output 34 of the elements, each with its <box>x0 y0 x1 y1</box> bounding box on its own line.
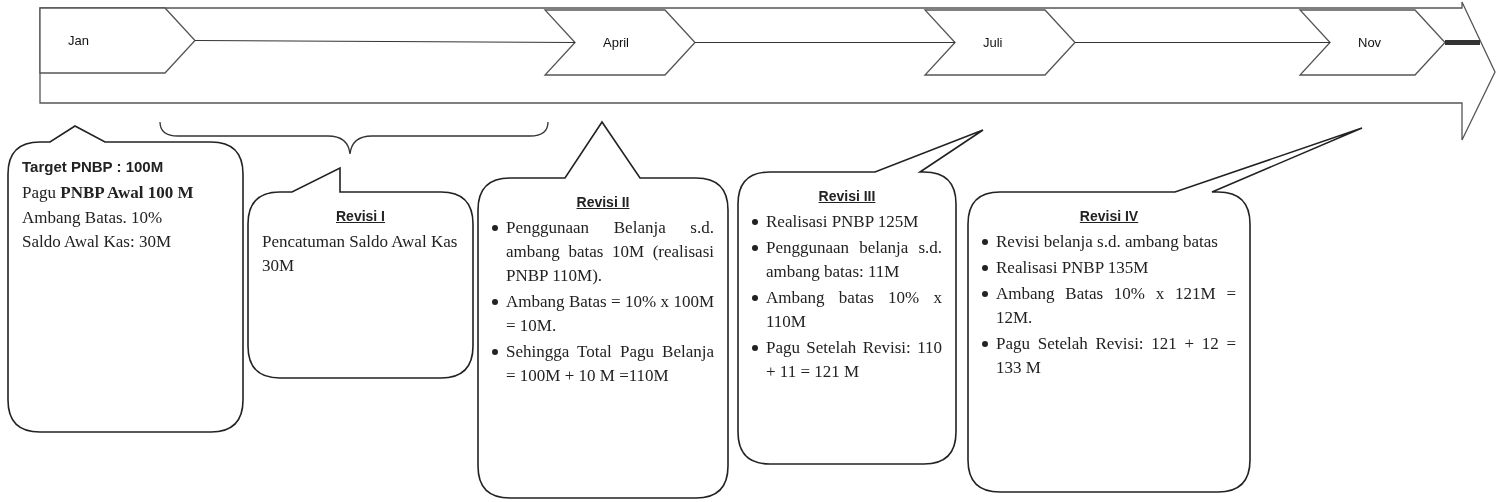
timeline-arrow <box>40 0 1497 142</box>
callout-text: Ambang Batas. 10% <box>22 207 164 229</box>
callout-text: Saldo Awal Kas: 30M <box>22 231 173 253</box>
month-label: Juli <box>983 34 1003 50</box>
month-label: Nov <box>1358 34 1382 50</box>
chevron-shape <box>545 10 695 75</box>
bullet-text: Pagu Setelah Revisi: 121 + 12 = 133 M <box>996 333 1236 379</box>
chevron-shape <box>925 10 1075 75</box>
chevron-shape <box>1300 10 1445 75</box>
bullet-text: Realisasi PNBP 135M <box>996 257 1149 279</box>
callout-text: Pencatuman Saldo Awal Kas 30M <box>262 231 459 277</box>
speech-bubble <box>478 122 728 498</box>
callout-heading: Revisi III <box>817 187 877 206</box>
bullet-text: Sehingga Total Pagu Belanja = 100M + 10 M =110M <box>506 341 714 387</box>
bullet-text: Realisasi PNBP 125M <box>766 211 919 233</box>
speech-bubble <box>8 126 243 432</box>
bullet-text: Ambang Batas = 10% x 100M = 10M. <box>506 291 714 337</box>
month-label: April <box>603 34 629 50</box>
callout-text: Pagu PNBP Awal 100 M <box>22 182 195 204</box>
month-label: Jan <box>68 32 89 48</box>
connector-line <box>1445 40 1480 45</box>
callout-text: Target PNBP : 100M <box>22 157 165 177</box>
bullet-text: Ambang batas 10% x 110M <box>766 287 942 333</box>
bullet-text: Penggunaan Belanja s.d. ambang batas 10M (realisasi PNBP 110M). <box>506 217 714 287</box>
speech-bubble <box>968 128 1362 492</box>
bullet-text: Pagu Setelah Revisi: 110 + 11 = 121 M <box>766 337 942 383</box>
bullet-text: Penggunaan belanja s.d. ambang batas: 11M <box>766 237 942 283</box>
bullet-text: Ambang Batas 10% x 121M = 12M. <box>996 283 1236 329</box>
speech-bubble <box>248 168 473 378</box>
bullet-text: Revisi belanja s.d. ambang batas <box>996 231 1218 253</box>
callout-heading: Revisi I <box>335 207 386 226</box>
callout-heading: Revisi II <box>575 193 631 212</box>
speech-bubble <box>738 130 983 464</box>
callout-heading: Revisi IV <box>1078 207 1140 226</box>
